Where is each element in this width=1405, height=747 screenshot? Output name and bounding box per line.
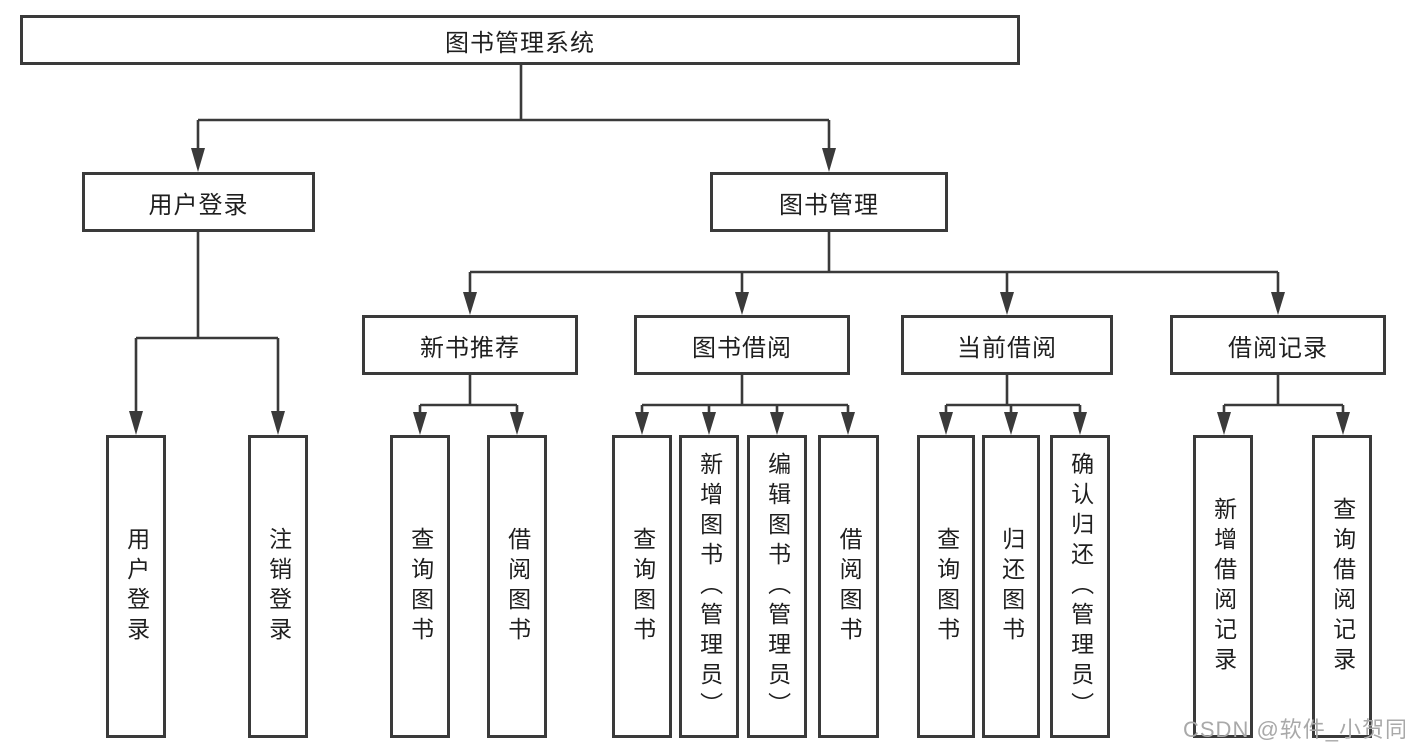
arrow-icon	[1000, 292, 1014, 315]
arrowheads	[129, 148, 1350, 435]
node-label: 新增借阅记录	[1210, 496, 1237, 677]
node-label: 新增图书（管理员）	[696, 451, 723, 722]
arrow-icon	[129, 411, 143, 435]
leaf-edit-books-admin: 编辑图书（管理员）	[747, 435, 807, 738]
node-current-borrow: 当前借阅	[901, 315, 1113, 375]
arrow-icon	[822, 148, 836, 172]
leaf-user-login: 用户登录	[106, 435, 166, 738]
node-label: 借阅图书	[504, 526, 531, 647]
arrow-icon	[510, 412, 524, 435]
node-book-borrow: 图书借阅	[634, 315, 850, 375]
leaf-query-borrow-record: 查询借阅记录	[1312, 435, 1372, 738]
arrow-icon	[463, 292, 477, 315]
node-label: 确认归还（管理员）	[1067, 451, 1094, 722]
node-label: 查询图书	[407, 526, 434, 647]
node-label: 借阅图书	[836, 526, 863, 647]
node-book-management: 图书管理	[710, 172, 948, 232]
node-label: 当前借阅	[957, 334, 1057, 362]
node-new-book-recommend: 新书推荐	[362, 315, 578, 375]
node-label: 用户登录	[123, 526, 150, 647]
leaf-logout: 注销登录	[248, 435, 308, 738]
node-label: 用户登录	[148, 191, 249, 219]
leaf-confirm-return-admin: 确认归还（管理员）	[1050, 435, 1110, 738]
leaf-query-books-recommend: 查询图书	[390, 435, 450, 738]
node-label: 图书管理系统	[445, 29, 595, 57]
leaf-borrow-books-recommend: 借阅图书	[487, 435, 547, 738]
arrow-icon	[702, 412, 716, 435]
leaf-return-books: 归还图书	[982, 435, 1040, 738]
arrow-icon	[1004, 412, 1018, 435]
node-user-login: 用户登录	[82, 172, 315, 232]
arrow-icon	[271, 411, 285, 435]
arrow-icon	[841, 412, 855, 435]
leaf-borrow-books: 借阅图书	[818, 435, 879, 738]
node-library-management-system: 图书管理系统	[20, 15, 1020, 65]
node-label: 图书借阅	[692, 334, 792, 362]
node-label: 编辑图书（管理员）	[764, 451, 791, 722]
csdn-watermark: CSDN @软件_小贺同学	[1183, 717, 1405, 742]
arrow-icon	[191, 148, 205, 172]
node-label: 查询借阅记录	[1329, 496, 1356, 677]
node-label: 查询图书	[629, 526, 656, 647]
leaf-query-books-borrow: 查询图书	[612, 435, 672, 738]
leaf-add-borrow-record: 新增借阅记录	[1193, 435, 1253, 738]
arrow-icon	[1336, 412, 1350, 435]
node-label: 借阅记录	[1228, 334, 1328, 362]
leaf-query-books-current: 查询图书	[917, 435, 975, 738]
arrow-icon	[770, 412, 784, 435]
arrow-icon	[1271, 292, 1285, 315]
arrow-icon	[635, 412, 649, 435]
node-label: 查询图书	[933, 526, 960, 647]
node-label: 注销登录	[265, 526, 292, 647]
arrow-icon	[939, 412, 953, 435]
node-label: 图书管理	[779, 191, 879, 219]
arrow-icon	[1073, 412, 1087, 435]
node-label: 新书推荐	[420, 334, 520, 362]
arrow-icon	[1217, 412, 1231, 435]
arrow-icon	[413, 412, 427, 435]
leaf-add-books-admin: 新增图书（管理员）	[679, 435, 739, 738]
node-borrow-records: 借阅记录	[1170, 315, 1386, 375]
arrow-icon	[735, 292, 749, 315]
node-label: 归还图书	[998, 526, 1025, 647]
